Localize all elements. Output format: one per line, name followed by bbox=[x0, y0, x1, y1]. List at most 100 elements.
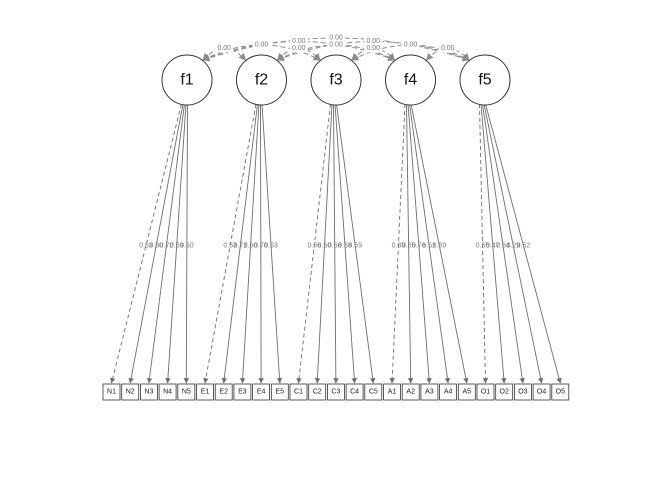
indicator-node-C4: C4 bbox=[345, 383, 364, 401]
indicator-label: E4 bbox=[257, 389, 266, 396]
indicator-node-N1: N1 bbox=[102, 383, 121, 401]
indicator-node-C5: C5 bbox=[364, 383, 383, 401]
loading-f4-A3 bbox=[407, 103, 432, 384]
indicator-node-A3: A3 bbox=[420, 383, 439, 401]
covariance-label-f1-f3: 0.00 bbox=[252, 41, 271, 49]
covariance-label-f3-f5: 0.00 bbox=[401, 41, 420, 49]
covariance-label-f4-f5: 0.00 bbox=[438, 44, 457, 53]
loading-f5-O2 bbox=[480, 103, 507, 384]
indicator-label: E1 bbox=[201, 389, 210, 396]
loading-label-f1-N1: 0.63 bbox=[139, 243, 153, 250]
indicator-node-O3: O3 bbox=[514, 383, 532, 401]
svg-text:0.00: 0.00 bbox=[404, 42, 418, 49]
indicator-label: A4 bbox=[444, 389, 453, 396]
factor-node-f4: f4 bbox=[385, 54, 436, 106]
loading-f3-C5 bbox=[336, 103, 376, 384]
factor-label: f2 bbox=[255, 72, 268, 89]
indicator-label: A1 bbox=[388, 389, 397, 396]
indicator-label: N2 bbox=[126, 389, 135, 396]
indicator-node-C2: C2 bbox=[308, 383, 327, 401]
covariance-label-f1-f2: 0.00 bbox=[215, 44, 234, 53]
covariance-label-f2-f5: 0.00 bbox=[364, 37, 383, 46]
loading-label-f3-C1: 0.56 bbox=[307, 243, 321, 250]
factor-label: f4 bbox=[404, 72, 417, 89]
loading-label-f1-N2: 0.80 bbox=[149, 243, 163, 250]
svg-text:0.00: 0.00 bbox=[441, 45, 455, 52]
loading-f4-A2 bbox=[406, 103, 414, 384]
svg-text:0.00: 0.00 bbox=[255, 42, 269, 49]
indicator-node-E5: E5 bbox=[270, 383, 289, 401]
loading-layer bbox=[110, 103, 562, 384]
loading-label-f2-E2: 0.71 bbox=[234, 243, 248, 250]
loading-f4-A1 bbox=[389, 103, 406, 384]
svg-text:0.00: 0.00 bbox=[329, 42, 343, 49]
indicator-node-E1: E1 bbox=[196, 383, 214, 401]
factor-label: f5 bbox=[478, 72, 491, 89]
indicator-label: C3 bbox=[331, 389, 340, 396]
loading-label-f3-C5: 0.59 bbox=[348, 243, 362, 250]
loading-f3-C4 bbox=[334, 103, 357, 384]
loading-label-f5-O1: 0.55 bbox=[476, 243, 490, 250]
svg-text:0.00: 0.00 bbox=[366, 45, 380, 52]
loading-f2-E1 bbox=[203, 103, 257, 384]
loading-label-f3-C4: 0.68 bbox=[338, 243, 352, 250]
loading-label-f5-O4: 0.29 bbox=[506, 243, 520, 250]
factor-node-f3: f3 bbox=[310, 54, 362, 106]
factor-node-f2: f2 bbox=[236, 54, 287, 106]
loading-f2-E2 bbox=[221, 103, 258, 384]
loading-f5-O3 bbox=[482, 103, 525, 384]
indicator-label: E2 bbox=[219, 389, 228, 396]
loading-label-f1-N3: 0.72 bbox=[160, 243, 174, 250]
loading-f3-C2 bbox=[314, 103, 333, 384]
factor-node-f5: f5 bbox=[459, 54, 511, 106]
loading-f3-C3 bbox=[333, 103, 339, 384]
loading-label-f2-E1: 0.53 bbox=[223, 243, 237, 250]
indicator-label: E5 bbox=[276, 389, 285, 396]
indicator-label: C2 bbox=[313, 389, 322, 396]
loading-f4-A5 bbox=[410, 103, 469, 384]
indicator-label: A3 bbox=[425, 389, 434, 396]
indicator-node-C3: C3 bbox=[326, 383, 345, 401]
covariance-label-f2-f3: 0.00 bbox=[289, 44, 308, 53]
covariance-f1-f5 bbox=[202, 37, 470, 62]
loading-f5-O5 bbox=[485, 103, 562, 384]
svg-text:0.00: 0.00 bbox=[292, 45, 306, 52]
indicator-label: C5 bbox=[369, 389, 378, 396]
loading-f2-E5 bbox=[261, 103, 283, 384]
covariance-label-f1-f5: 0.00 bbox=[327, 34, 345, 42]
indicator-node-N4: N4 bbox=[158, 383, 177, 401]
indicator-node-O1: O1 bbox=[476, 383, 495, 401]
indicator-label: E3 bbox=[238, 389, 247, 396]
loading-f1-N3 bbox=[146, 103, 185, 384]
indicator-label: O5 bbox=[556, 389, 565, 396]
loading-label-f2-E3: 0.60 bbox=[244, 243, 258, 250]
indicator-label: A2 bbox=[406, 389, 415, 396]
loading-f3-C1 bbox=[296, 103, 331, 384]
loading-f1-N4 bbox=[165, 103, 187, 384]
svg-text:0.00: 0.00 bbox=[366, 38, 380, 45]
loading-f2-E3 bbox=[239, 103, 260, 384]
indicator-node-A4: A4 bbox=[439, 383, 458, 401]
svg-text:0.00: 0.00 bbox=[292, 38, 306, 45]
indicator-label: O2 bbox=[500, 389, 509, 396]
loading-label-f1-N4: 0.59 bbox=[170, 243, 184, 250]
loading-label-f2-E4: 0.70 bbox=[254, 243, 268, 250]
indicator-node-A1: A1 bbox=[383, 383, 401, 401]
indicator-node-E4: E4 bbox=[252, 383, 271, 401]
loading-f5-O1 bbox=[479, 103, 489, 384]
indicator-node-E2: E2 bbox=[214, 383, 233, 401]
loading-label-f4-A2: 0.65 bbox=[402, 243, 416, 250]
loading-label-f5-O2: 0.47 bbox=[486, 243, 500, 250]
loading-label-f3-C2: 0.60 bbox=[318, 243, 332, 250]
loading-label-f4-A5: 0.69 bbox=[432, 243, 446, 250]
indicator-label: O3 bbox=[518, 389, 527, 396]
indicator-label: C4 bbox=[350, 389, 359, 396]
loading-f1-N2 bbox=[128, 103, 184, 384]
indicator-node-N2: N2 bbox=[121, 383, 140, 401]
indicator-node-O2: O2 bbox=[495, 383, 514, 401]
indicator-node-A5: A5 bbox=[457, 383, 476, 401]
indicator-node-A2: A2 bbox=[401, 383, 420, 401]
